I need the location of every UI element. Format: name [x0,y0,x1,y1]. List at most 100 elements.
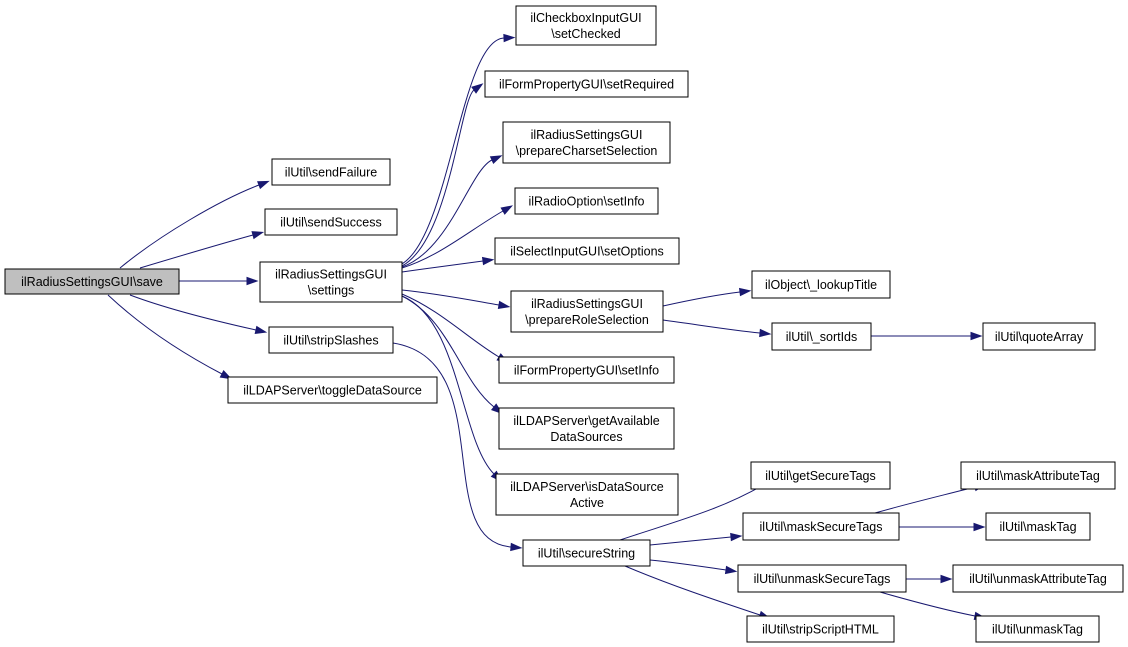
node-label: ilUtil\maskTag [999,520,1076,534]
arrowhead-icon [246,276,259,286]
edge-save-to-sendSuccess [139,231,265,269]
node-label: ilUtil\maskAttributeTag [976,469,1100,483]
node-prepareRole[interactable]: ilRadiusSettingsGUI \prepareRoleSelection [510,290,664,333]
node-box [495,473,679,516]
node-maskSecureTags[interactable]: ilUtil\maskSecureTags [742,512,900,541]
node-maskTag[interactable]: ilUtil\maskTag [985,512,1091,541]
node-label: \prepareRoleSelection [525,313,649,327]
edge-sortIds-to-quoteArray [871,331,983,341]
node-lookupTitle[interactable]: ilObject\_lookupTitle [751,270,891,299]
node-label: Active [570,496,604,510]
arrowhead-icon [759,328,772,338]
node-unmaskTag[interactable]: ilUtil\unmaskTag [975,615,1100,643]
node-radioSetInfo[interactable]: ilRadioOption\setInfo [514,187,659,215]
node-box [771,322,872,351]
arrowhead-icon [497,300,511,310]
node-box [484,70,689,98]
node-toggleDataSource[interactable]: ilLDAPServer\toggleDataSource [227,376,438,404]
call-graph-nodes: ilRadiusSettingsGUI\save ilUtil\sendFailu… [4,5,1124,643]
node-secureString[interactable]: ilUtil\secureString [522,539,651,567]
node-setRequired[interactable]: ilFormPropertyGUI\setRequired [484,70,689,98]
node-sortIds[interactable]: ilUtil\_sortIds [771,322,872,351]
node-stripScript[interactable]: ilUtil\stripScriptHTML [746,615,895,643]
node-label: ilUtil\unmaskAttributeTag [969,572,1107,586]
node-label: ilUtil\quoteArray [995,330,1084,344]
node-box [522,539,651,567]
node-box [982,322,1096,351]
node-box [268,326,394,354]
edge-prepareRole-to-lookupTitle [662,287,752,307]
node-maskAttributeTag[interactable]: ilUtil\maskAttributeTag [960,461,1116,490]
edge-save-to-sendFailure [119,180,270,269]
node-label: ilLDAPServer\isDataSource [510,480,664,494]
node-label: ilUtil\secureString [538,547,635,561]
node-label: ilUtil\sendFailure [285,166,377,180]
node-setChecked[interactable]: ilCheckboxInputGUI\setChecked [515,5,657,46]
arrowhead-icon [257,180,270,190]
node-label: ilUtil\sendSuccess [280,216,381,230]
edge-settings-to-prepareRole [401,289,511,310]
arrowhead-icon [970,331,983,341]
node-prepareCharset[interactable]: ilRadiusSettingsGUI \prepareCharsetSelect… [502,121,671,164]
node-label: ilLDAPServer\toggleDataSource [243,384,422,398]
node-label: ilRadiusSettingsGUI [531,297,643,311]
node-box [742,512,900,541]
node-label: ilFormPropertyGUI\setRequired [499,78,674,92]
node-label: ilRadiusSettingsGUI [531,128,643,142]
node-label: ilCheckboxInputGUI [530,11,641,25]
node-label: ilUtil\unmaskSecureTags [754,572,891,586]
arrowhead-icon [254,325,268,334]
node-settings[interactable]: ilRadiusSettingsGUI\settings [259,261,403,303]
node-box [952,564,1124,593]
node-sendSuccess[interactable]: ilUtil\sendSuccess [264,208,398,236]
arrowhead-icon [510,542,523,552]
node-box [502,121,671,164]
edge-unmaskSecureTags-to-unmaskTag [879,591,987,621]
edge-settings-to-setChecked [399,33,516,266]
node-quoteArray[interactable]: ilUtil\quoteArray [982,322,1096,351]
arrowhead-icon [730,532,743,542]
arrowhead-icon [973,522,986,532]
arrowhead-icon [739,287,752,297]
edge-secureString-to-maskSecureTags [649,532,743,546]
node-unmaskAttributeTag[interactable]: ilUtil\unmaskAttributeTag [952,564,1124,593]
node-save[interactable]: ilRadiusSettingsGUI\save [4,268,180,295]
node-box [259,261,403,303]
node-box [750,461,891,490]
node-formSetInfo[interactable]: ilFormPropertyGUI\setInfo [498,356,675,384]
node-label: ilLDAPServer\getAvailable [513,414,659,428]
node-label: ilRadiusSettingsGUI [275,268,387,282]
node-label: ilUtil\stripSlashes [283,334,378,348]
node-box [498,356,675,384]
edge-settings-to-setOptions [401,256,495,273]
node-label: ilUtil\stripScriptHTML [762,623,879,637]
node-box [960,461,1116,490]
node-label: ilUtil\getSecureTags [765,469,875,483]
edge-unmaskSecureTags-to-unmaskAttributeTag [906,574,953,584]
arrowhead-icon [489,155,503,165]
node-sendFailure[interactable]: ilUtil\sendFailure [271,158,391,186]
node-box [737,564,907,593]
node-label: ilUtil\unmaskTag [992,623,1083,637]
arrowhead-icon [503,33,516,43]
node-box [985,512,1091,541]
edge-prepareRole-to-sortIds [662,319,772,338]
edge-secureString-to-unmaskSecureTags [649,559,738,575]
edge-settings-to-radioSetInfo [401,205,513,269]
node-label: ilUtil\_sortIds [786,330,858,344]
node-setOptions[interactable]: ilSelectInputGUI\setOptions [494,237,680,265]
node-box [746,615,895,643]
node-box [751,270,891,299]
node-label: \prepareCharsetSelection [516,144,658,158]
node-unmaskSecureTags[interactable]: ilUtil\unmaskSecureTags [737,564,907,593]
node-box [514,187,659,215]
node-getSecureTags[interactable]: ilUtil\getSecureTags [750,461,891,490]
node-label: ilFormPropertyGUI\setInfo [514,364,659,378]
edge-save-to-stripSlashes [129,294,268,334]
node-stripSlashes[interactable]: ilUtil\stripSlashes [268,326,394,354]
arrowhead-icon [481,256,495,266]
edge-stripSlashes-to-secureString [392,342,523,552]
